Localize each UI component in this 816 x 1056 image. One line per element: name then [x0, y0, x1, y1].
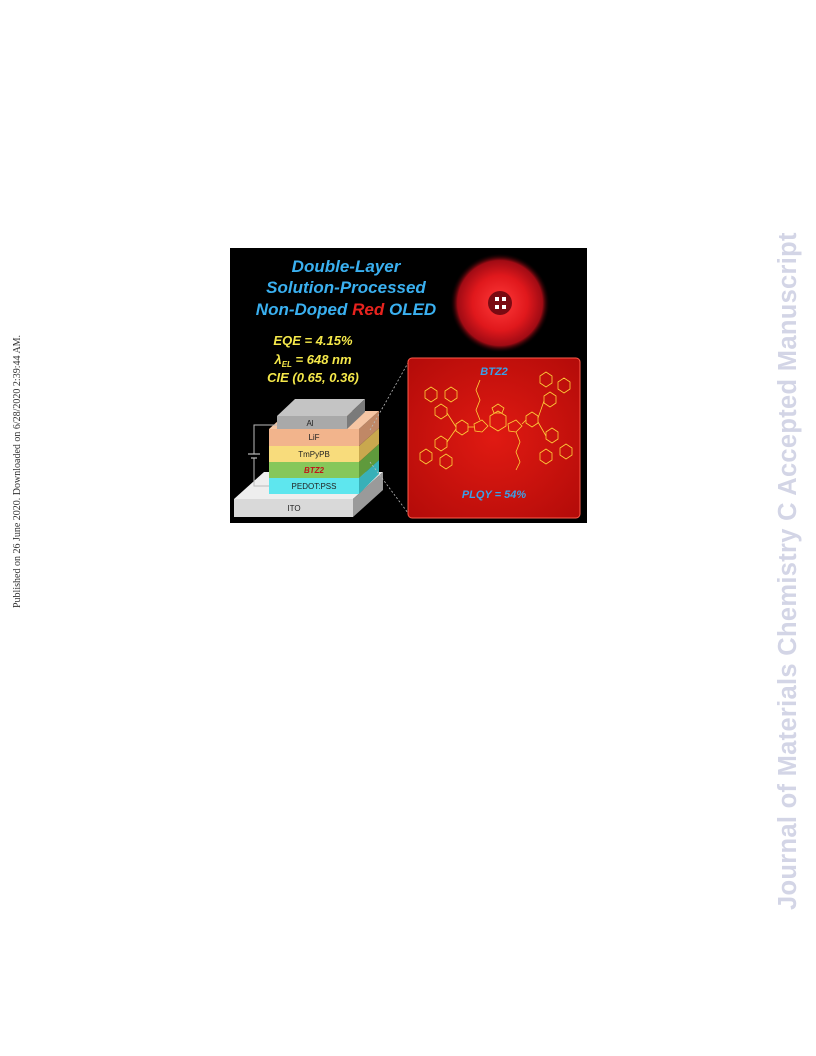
- title-line-2: Solution-Processed: [266, 278, 426, 297]
- title-line-3-start: Non-Doped: [256, 300, 352, 319]
- eqe-metric: EQE = 4.15%: [273, 333, 353, 348]
- layer-btz2: BTZ2: [304, 466, 325, 475]
- layer-tmpypb: TmPyPB: [298, 450, 330, 459]
- layer-pedot: PEDOT:PSS: [292, 482, 337, 491]
- device-emission-photo: [450, 253, 550, 353]
- journal-watermark: Journal of Materials Chemistry C Accepte…: [774, 140, 808, 920]
- title-line-1: Double-Layer: [292, 257, 402, 276]
- cie-metric: CIE (0.65, 0.36): [267, 370, 359, 385]
- molecule-panel: BTZ2: [407, 357, 581, 519]
- device-stack: ITO PEDOT:PSS BTZ2 TmPyPB LiF Al: [234, 399, 383, 517]
- graphical-abstract: Double-Layer Solution-Processed Non-Dope…: [230, 248, 587, 523]
- lambda-metric: λEL = 648 nm: [273, 352, 352, 369]
- title-red-word: Red: [352, 300, 385, 319]
- layer-lif: LiF: [308, 433, 319, 442]
- published-note: Published on 26 June 2020. Downloaded on…: [12, 310, 26, 610]
- molecule-label: BTZ2: [480, 366, 508, 378]
- plqy-metric: PLQY = 54%: [462, 489, 527, 501]
- layer-ito: ITO: [287, 504, 300, 513]
- lambda-symbol: λ: [273, 352, 281, 367]
- title-line-3-end: OLED: [384, 300, 436, 319]
- lambda-subscript: EL: [282, 360, 292, 369]
- journal-watermark-text: Journal of Materials Chemistry C Accepte…: [774, 232, 802, 910]
- molecule-structure: [419, 371, 573, 471]
- title-line-3: Non-Doped Red OLED: [256, 300, 436, 319]
- lambda-value: = 648 nm: [292, 352, 352, 367]
- published-note-text: Published on 26 June 2020. Downloaded on…: [12, 334, 23, 608]
- layer-al: Al: [306, 419, 313, 428]
